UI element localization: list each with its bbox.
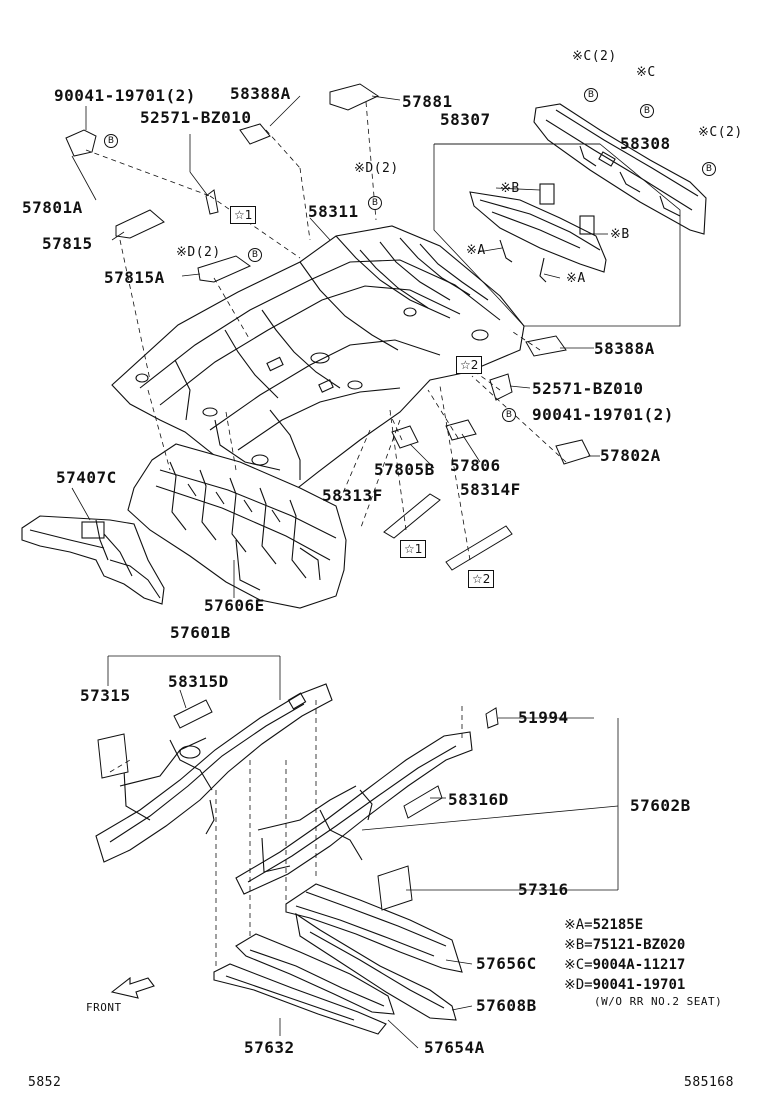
label-57815A: 57815A	[104, 268, 165, 287]
legend-value: 52185E	[592, 917, 644, 933]
label-52571-BZ010-top: 52571-BZ010	[140, 108, 252, 127]
rear-crossmember-57654A-shape	[213, 933, 395, 1035]
callout-a1: ※A	[466, 243, 486, 258]
callout-c2-top: ※C(2)	[572, 49, 617, 64]
legend-value: 75121-BZ020	[592, 937, 686, 953]
legend-row-a: ※A=52185E	[564, 918, 643, 932]
circle-b-marker-5: B	[368, 196, 382, 210]
callout-a2: ※A	[566, 271, 586, 286]
front-floor-pan-shape	[127, 443, 347, 609]
label-57602B: 57602B	[630, 796, 691, 815]
legend-key: ※A=	[564, 917, 593, 933]
legend-note: (W/O RR NO.2 SEAT)	[594, 995, 723, 1008]
rear-crossmember-shape	[533, 103, 707, 235]
callout-d2-top: ※D(2)	[354, 161, 399, 176]
label-51994: 51994	[518, 708, 569, 727]
legend-row-b: ※B=75121-BZ020	[564, 938, 685, 952]
label-57815: 57815	[42, 234, 93, 253]
box-star2-bottom: ☆2	[468, 570, 495, 588]
footer-left-code: 5852	[28, 1075, 62, 1090]
legend-value: 9004A-11217	[592, 957, 686, 973]
circle-b-marker-3: B	[702, 162, 716, 176]
label-57805B: 57805B	[374, 460, 435, 479]
label-58307: 58307	[440, 110, 491, 129]
label-58388A-top: 58388A	[230, 84, 291, 103]
front-arrow-icon	[110, 976, 155, 999]
rear-crossmember-lower-shape	[285, 883, 463, 1021]
label-57881: 57881	[402, 92, 453, 111]
front-label: FRONT	[86, 1001, 122, 1014]
circle-b-marker-2: B	[640, 104, 654, 118]
label-57315: 57315	[80, 686, 131, 705]
label-57601B: 57601B	[170, 623, 231, 642]
label-52571-BZ010-mid: 52571-BZ010	[532, 379, 644, 398]
box-star1-top: ☆1	[230, 206, 257, 224]
rear-frame-left-shape	[95, 683, 333, 863]
legend-row-c: ※C=9004A-11217	[564, 958, 685, 972]
label-57806: 57806	[450, 456, 501, 475]
label-58308: 58308	[620, 134, 671, 153]
label-58315D: 58315D	[168, 672, 229, 691]
label-58313F: 58313F	[322, 486, 383, 505]
circle-b-marker-6: B	[248, 248, 262, 262]
legend-key: ※B=	[564, 937, 593, 953]
rear-inner-crossmember-shape	[469, 183, 607, 283]
label-90041-19701-2-top: 90041-19701(2)	[54, 86, 196, 105]
callout-b2: ※B	[610, 227, 630, 242]
floor-pan-shape	[111, 225, 525, 495]
callout-c2-right: ※C(2)	[698, 125, 743, 140]
callout-d2-left: ※D(2)	[176, 245, 221, 260]
circle-b-marker: B	[584, 88, 598, 102]
circle-b-marker-7: B	[502, 408, 516, 422]
label-57608B: 57608B	[476, 996, 537, 1015]
label-58316D: 58316D	[448, 790, 509, 809]
rear-frame-right-shape	[235, 731, 473, 895]
label-90041-19701-2-mid: 90041-19701(2)	[532, 405, 674, 424]
legend-key: ※C=	[564, 957, 593, 973]
callout-c-top: ※C	[636, 65, 656, 80]
legend-row-d: ※D=90041-19701	[564, 978, 685, 992]
label-57316: 57316	[518, 880, 569, 899]
label-57606E: 57606E	[204, 596, 265, 615]
label-58311: 58311	[308, 202, 359, 221]
label-58388A-mid: 58388A	[594, 339, 655, 358]
circle-b-marker-4: B	[104, 134, 118, 148]
legend-value: 90041-19701	[592, 977, 686, 993]
box-star1-bottom: ☆1	[400, 540, 427, 558]
label-57801A: 57801A	[22, 198, 83, 217]
side-member-57407C-shape	[21, 515, 165, 605]
box-star2-mid: ☆2	[456, 356, 483, 374]
solid-leaders	[71, 95, 619, 1049]
label-57802A: 57802A	[600, 446, 661, 465]
footer-right-code: 585168	[684, 1075, 734, 1090]
leader-lines	[433, 143, 681, 327]
legend-key: ※D=	[564, 977, 593, 993]
label-57407C: 57407C	[56, 468, 117, 487]
label-57654A: 57654A	[424, 1038, 485, 1057]
label-57632: 57632	[244, 1038, 295, 1057]
dashed-leaders	[85, 101, 567, 970]
callout-b1: ※B	[500, 181, 520, 196]
label-58314F: 58314F	[460, 480, 521, 499]
label-57656C: 57656C	[476, 954, 537, 973]
